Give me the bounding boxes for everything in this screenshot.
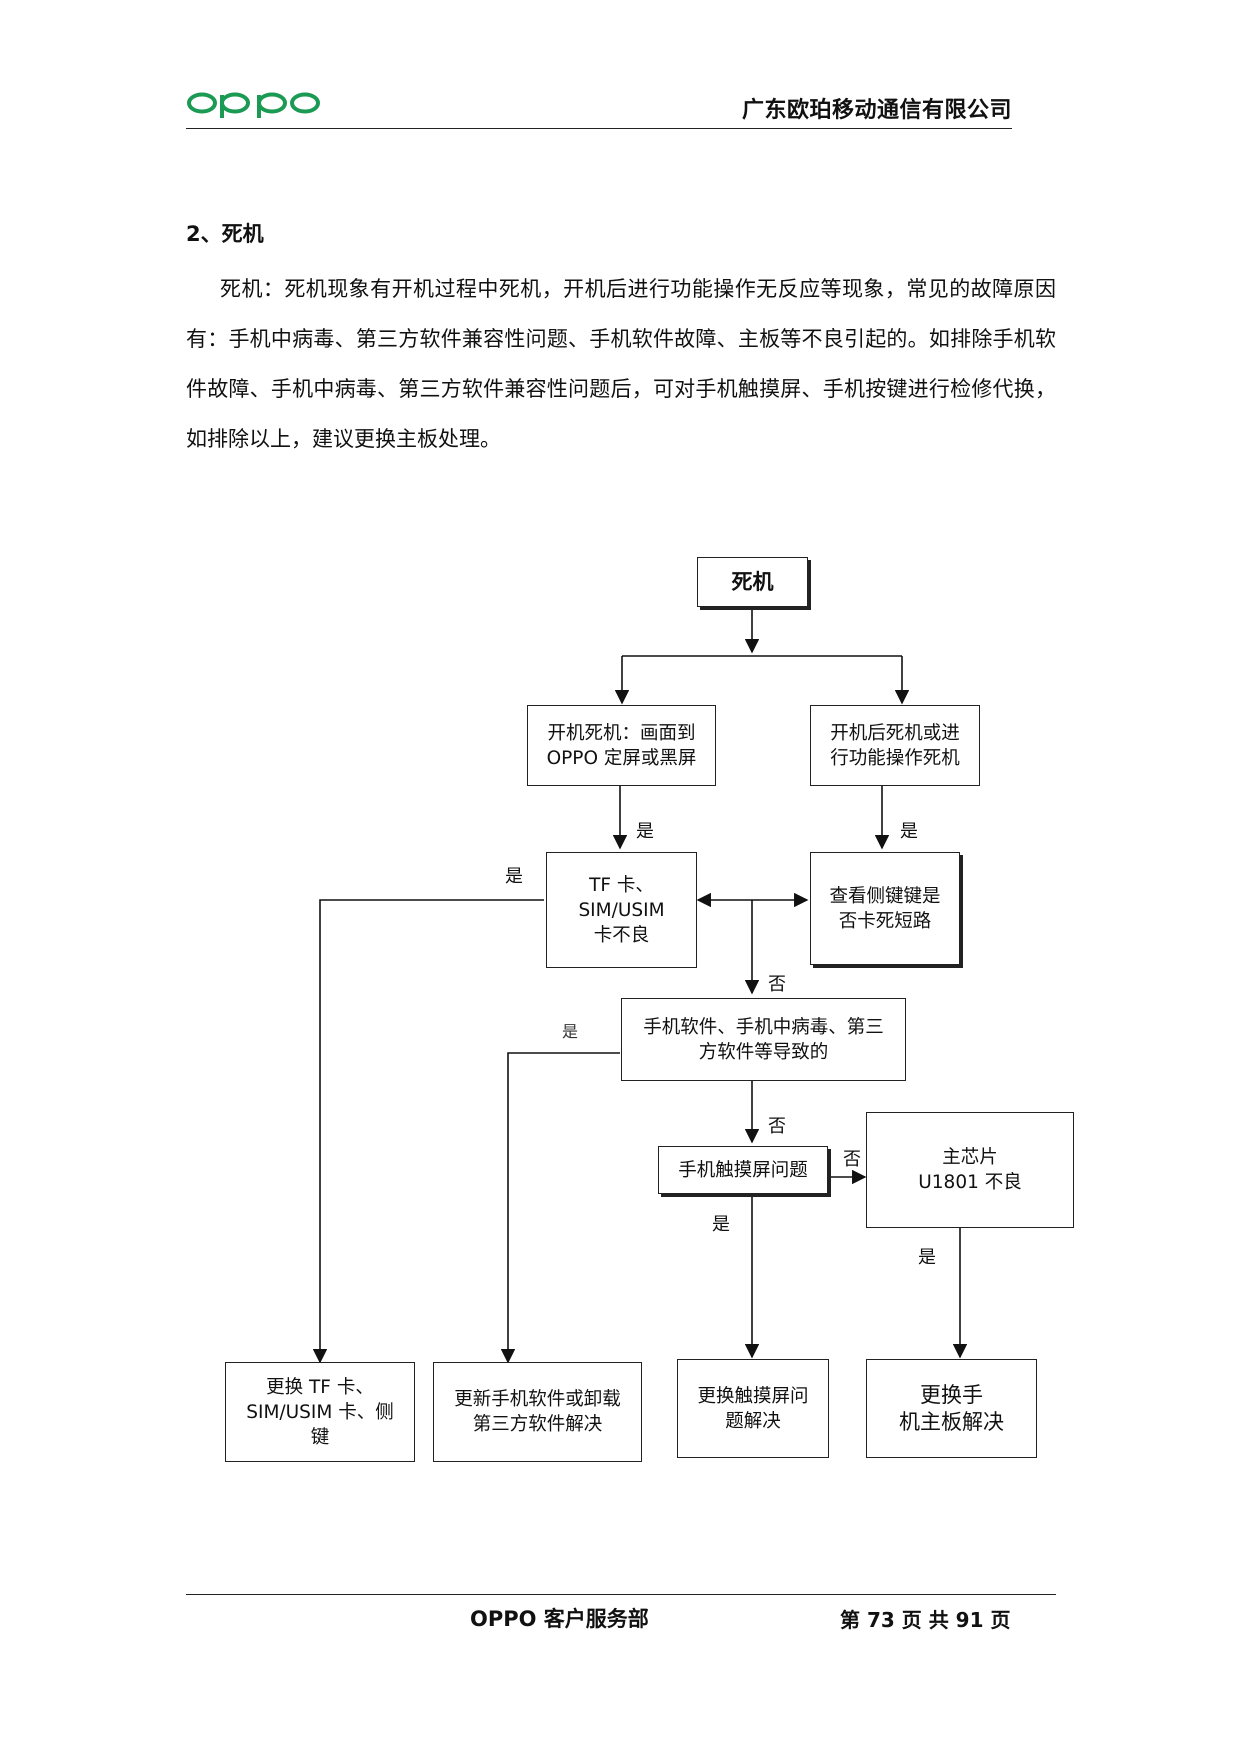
label-yes-software: 是 bbox=[562, 1022, 579, 1041]
label-no-software: 否 bbox=[768, 1116, 786, 1137]
label-yes-post: 是 bbox=[900, 821, 918, 842]
connector-tf-yes bbox=[312, 899, 544, 1364]
node-software-virus: 手机软件、手机中病毒、第三 方软件等导致的 bbox=[621, 998, 906, 1081]
label-yes-left: 是 bbox=[505, 866, 523, 887]
label-yes-chip: 是 bbox=[918, 1247, 936, 1268]
node-main-chip: 主芯片 U1801 不良 bbox=[866, 1112, 1074, 1228]
connector-software-yes bbox=[500, 1052, 620, 1364]
label-no-touch: 否 bbox=[843, 1149, 861, 1170]
header-rule bbox=[186, 128, 1012, 129]
node-touchscreen: 手机触摸屏问题 bbox=[658, 1146, 828, 1194]
oppo-logo bbox=[187, 92, 320, 118]
node-fix-touchscreen: 更换触摸屏问 题解决 bbox=[677, 1359, 829, 1458]
label-no-middle: 否 bbox=[768, 974, 786, 995]
node-post-boot-freeze: 开机后死机或进 行功能操作死机 bbox=[810, 705, 980, 786]
company-name: 广东欧珀移动通信有限公司 bbox=[741, 98, 1012, 123]
node-fix-mainboard: 更换手 机主板解决 bbox=[866, 1359, 1037, 1458]
footer-rule bbox=[186, 1594, 1056, 1595]
node-fix-cards: 更换 TF 卡、 SIM/USIM 卡、侧 键 bbox=[225, 1362, 415, 1462]
footer-page-number: 第 73 页 共 91 页 bbox=[840, 1608, 1011, 1632]
label-yes-boot: 是 bbox=[636, 821, 654, 842]
footer-department: OPPO 客户服务部 bbox=[470, 1607, 649, 1631]
node-boot-freeze: 开机死机：画面到 OPPO 定屏或黑屏 bbox=[527, 705, 716, 786]
node-tf-sim-card: TF 卡、 SIM/USIM 卡不良 bbox=[546, 852, 697, 968]
section-title: 2、死机 bbox=[186, 222, 264, 246]
label-yes-touch: 是 bbox=[712, 1214, 730, 1235]
node-side-keys: 查看侧键键是 否卡死短路 bbox=[810, 852, 960, 965]
section-paragraph: 死机：死机现象有开机过程中死机，开机后进行功能操作无反应等现象，常见的故障原因有… bbox=[186, 277, 1056, 451]
node-fix-software: 更新手机软件或卸载 第三方软件解决 bbox=[433, 1362, 642, 1462]
node-crash: 死机 bbox=[697, 557, 808, 607]
